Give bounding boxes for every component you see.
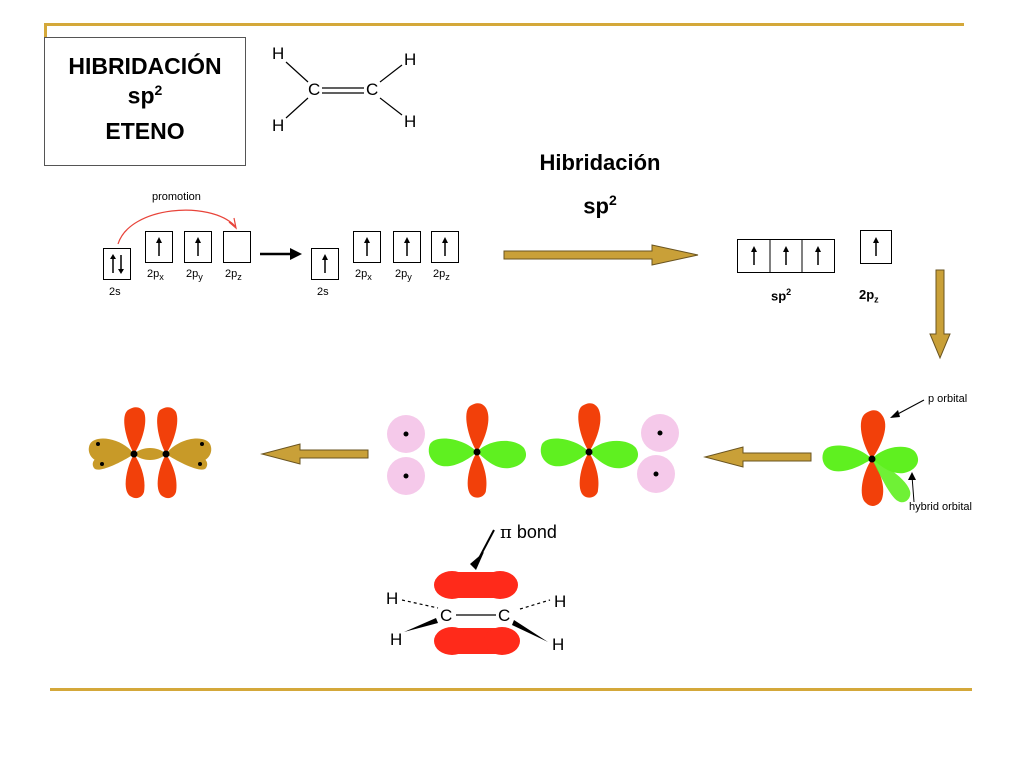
excited-2py-box xyxy=(393,231,421,263)
hybrid-2pz-label: 2pz xyxy=(859,287,879,305)
ethene-h-bottom-left: H xyxy=(272,116,285,135)
title-line-2: sp2 xyxy=(127,82,163,109)
excited-2s-box xyxy=(311,248,339,280)
electron-up-arrow-icon xyxy=(404,237,410,256)
sp2-label: sp2 xyxy=(771,287,792,304)
promotion-arrow xyxy=(117,209,237,245)
ground-2py-box xyxy=(184,231,212,263)
excited-2px-box xyxy=(353,231,381,263)
excitation-arrow xyxy=(260,248,302,260)
hybridization-heading: Hibridación sp2 xyxy=(520,150,680,219)
ethene-bonds xyxy=(285,61,403,119)
excited-2pz-label: 2pz xyxy=(433,268,450,283)
sp2-electron-arrows-icon xyxy=(751,240,821,272)
pi-bond-graphics xyxy=(401,529,551,655)
left-arrow-1 xyxy=(703,446,812,468)
electron-up-arrow-icon xyxy=(195,237,201,256)
hybridization-heading-line-2: sp2 xyxy=(583,192,617,219)
ethene-c-left: C xyxy=(308,80,321,99)
left-arrow-2 xyxy=(260,443,369,465)
pi-h-top-right: H xyxy=(554,592,567,611)
pi-h-top-left: H xyxy=(386,589,399,608)
paired-electron-arrows-icon xyxy=(110,254,124,274)
excited-2pz-box xyxy=(431,231,459,263)
hybrid-orbital-label: hybrid orbital xyxy=(909,501,972,513)
ethene-structure: H H C C H H xyxy=(262,40,432,140)
electron-up-arrow-icon xyxy=(442,237,448,256)
ground-2px-label: 2px xyxy=(147,268,164,283)
ground-2s-label: 2s xyxy=(109,286,121,298)
ethene-h-bottom-right: H xyxy=(404,112,417,131)
excited-2px-label: 2px xyxy=(355,268,372,283)
excited-2py-label: 2py xyxy=(395,268,412,283)
ethene-overlap-orbitals xyxy=(88,407,212,499)
bottom-rule xyxy=(50,688,972,691)
top-rule xyxy=(44,23,964,26)
hybrid-2pz-box xyxy=(860,230,892,264)
two-carbon-orbitals xyxy=(387,403,679,498)
ethene-c-right: C xyxy=(366,80,379,99)
pi-c-left: C xyxy=(440,606,453,625)
sp2-box-group xyxy=(737,239,835,273)
ethene-h-top-right: H xyxy=(404,50,417,69)
hybrid-orbital-pointer xyxy=(908,472,916,503)
electron-up-arrow-icon xyxy=(364,237,370,256)
ground-2py-label: 2py xyxy=(186,268,203,283)
pi-h-bottom-right: H xyxy=(552,635,565,654)
pi-c-right: C xyxy=(498,606,511,625)
sp2-carbon-orbital xyxy=(822,410,919,506)
hybridization-heading-line-1: Hibridación xyxy=(539,150,661,175)
electron-up-arrow-icon xyxy=(156,237,162,256)
down-arrow xyxy=(929,269,951,360)
pi-bond-diagram: π bond H H C C H H xyxy=(380,520,610,660)
title-line-1: HIBRIDACIÓN xyxy=(68,53,222,79)
p-orbital-label: p orbital xyxy=(928,393,968,405)
ground-2pz-label: 2pz xyxy=(225,268,242,283)
ground-2s-box xyxy=(103,248,131,280)
excited-2s-label: 2s xyxy=(317,286,329,298)
pi-h-bottom-left: H xyxy=(390,630,403,649)
electron-up-arrow-icon xyxy=(322,254,328,273)
promotion-label: promotion xyxy=(152,191,201,203)
hybridization-arrow xyxy=(503,244,699,266)
ground-2pz-box xyxy=(223,231,251,263)
pi-bond-label: π bond xyxy=(500,522,557,543)
electron-up-arrow-icon xyxy=(873,237,879,256)
title-line-3: ETENO xyxy=(105,117,185,144)
title-box: HIBRIDACIÓN sp2 ETENO xyxy=(44,37,246,166)
ethene-h-top-left: H xyxy=(272,44,285,63)
ground-2px-box xyxy=(145,231,173,263)
p-orbital-pointer xyxy=(890,399,925,418)
